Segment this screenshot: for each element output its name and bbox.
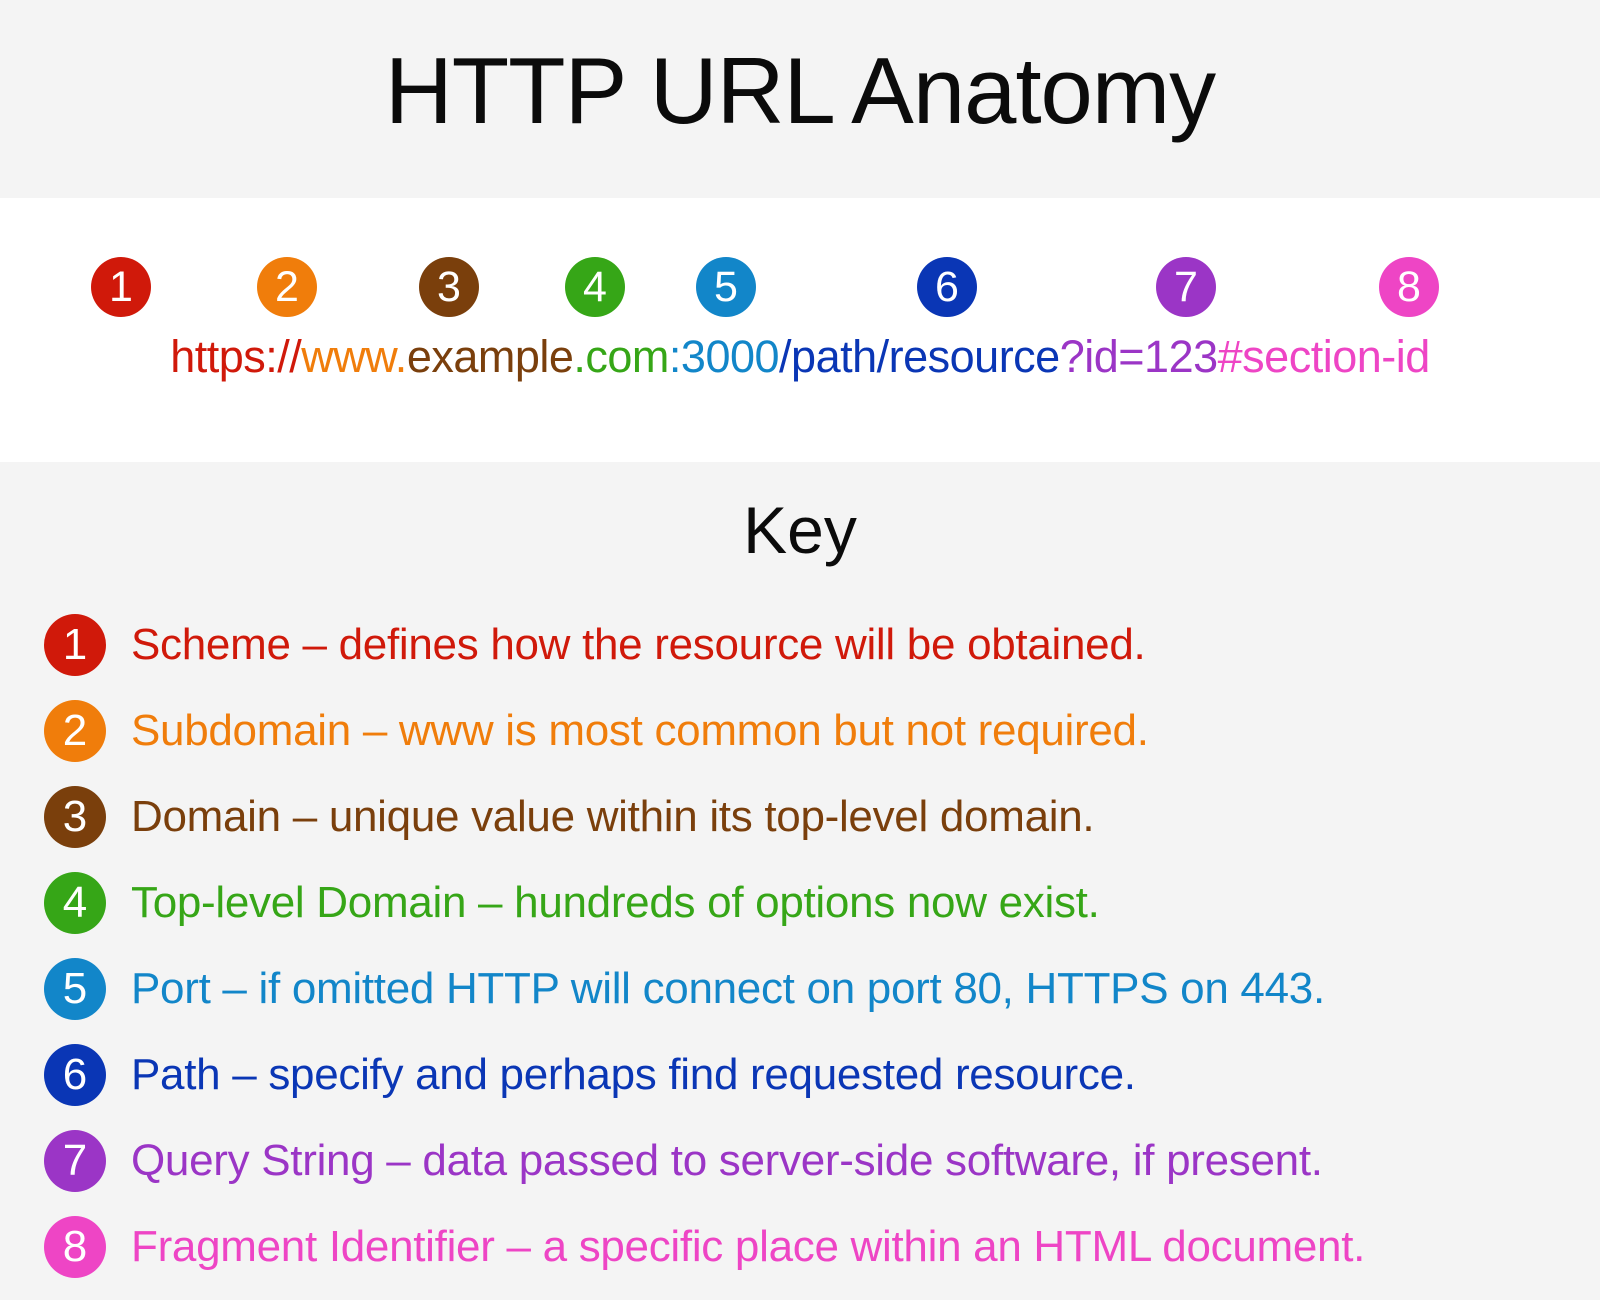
url-port: :3000 [668, 331, 780, 382]
key-badge: 6 [44, 1044, 106, 1106]
key-description: Port – if omitted HTTP will connect on p… [131, 964, 1325, 1013]
key-item-fragment: 8 Fragment Identifier – a specific place… [44, 1204, 1584, 1290]
key-item-path: 6 Path – specify and perhaps find reques… [44, 1032, 1584, 1118]
url-domain: example [406, 331, 574, 382]
key-description: Subdomain – www is most common but not r… [131, 706, 1149, 755]
url-tld: .com [573, 331, 669, 382]
marker-query: 7 [1156, 257, 1216, 317]
marker-port: 5 [696, 257, 756, 317]
key-item-port: 5 Port – if omitted HTTP will connect on… [44, 946, 1584, 1032]
key-item-scheme: 1 Scheme – defines how the resource will… [44, 602, 1584, 688]
key-description: Top-level Domain – hundreds of options n… [131, 878, 1100, 927]
key-description: Path – specify and perhaps find requeste… [131, 1050, 1136, 1099]
page-title: HTTP URL Anatomy [384, 38, 1216, 143]
url-scheme: https:// [170, 331, 302, 382]
title-band: HTTP URL Anatomy [0, 0, 1600, 198]
key-badge: 7 [44, 1130, 106, 1192]
url-band: 1 2 3 4 5 6 7 8 https://www.example.com:… [0, 198, 1600, 462]
key-description: Query String – data passed to server-sid… [131, 1136, 1323, 1185]
key-item-domain: 3 Domain – unique value within its top-l… [44, 774, 1584, 860]
key-badge: 3 [44, 786, 106, 848]
marker-domain: 3 [419, 257, 479, 317]
key-band: Key 1 Scheme – defines how the resource … [0, 462, 1600, 1300]
marker-path: 6 [917, 257, 977, 317]
key-list: 1 Scheme – defines how the resource will… [44, 602, 1584, 1290]
url-fragment: #section-id [1217, 331, 1431, 382]
key-badge: 2 [44, 700, 106, 762]
url-path: /path/resource [779, 331, 1060, 382]
key-badge: 8 [44, 1216, 106, 1278]
key-description: Scheme – defines how the resource will b… [131, 620, 1146, 669]
key-description: Fragment Identifier – a specific place w… [131, 1222, 1366, 1271]
marker-fragment: 8 [1379, 257, 1439, 317]
example-url: https://www.example.com:3000/path/resour… [0, 331, 1600, 383]
key-item-tld: 4 Top-level Domain – hundreds of options… [44, 860, 1584, 946]
url-subdomain: www. [301, 331, 407, 382]
url-query: ?id=123 [1059, 331, 1218, 382]
key-description: Domain – unique value within its top-lev… [131, 792, 1095, 841]
key-item-subdomain: 2 Subdomain – www is most common but not… [44, 688, 1584, 774]
marker-scheme: 1 [91, 257, 151, 317]
marker-tld: 4 [565, 257, 625, 317]
url-part-markers: 1 2 3 4 5 6 7 8 [0, 257, 1600, 317]
key-badge: 5 [44, 958, 106, 1020]
key-badge: 1 [44, 614, 106, 676]
key-badge: 4 [44, 872, 106, 934]
key-item-query: 7 Query String – data passed to server-s… [44, 1118, 1584, 1204]
key-heading: Key [743, 493, 857, 567]
marker-subdomain: 2 [257, 257, 317, 317]
